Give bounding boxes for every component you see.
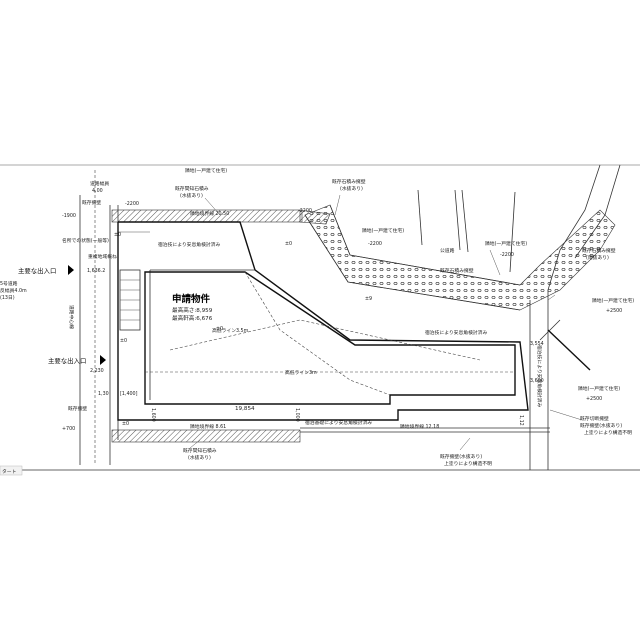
label-neighbor-top: 隣地(一戸建て住宅) — [185, 167, 227, 174]
label-stone-wall-right2-sub: (雨抜あり) — [586, 254, 609, 261]
label-dim-2230: 2,230 — [90, 368, 104, 374]
label-left-fence-note: 名所での状態(一般等) — [62, 237, 109, 244]
label-elev-m1900: -1900 — [62, 213, 76, 219]
label-dim-1000: 1,000 — [294, 408, 300, 422]
entrance-arrow-2 — [100, 355, 106, 365]
label-highest-eave: 最高軒高:6,676 — [172, 314, 213, 322]
label-pm0-c: ±0 — [216, 326, 223, 332]
label-inner-line-1: 高低ライン3.5m — [212, 327, 249, 334]
label-dim-19854: 19,854 — [235, 406, 255, 412]
entrance-arrow-1 — [68, 265, 74, 275]
label-note-safety-3: 宿泊技により安息角検討済み — [536, 345, 543, 407]
label-left-small-note: 重複地域概ね — [88, 253, 117, 260]
drawing-frame — [0, 164, 640, 471]
label-neighbor-right: 隣地(一戸建て住宅) — [485, 240, 527, 247]
label-pm0-a: ±0 — [114, 232, 121, 238]
label-existing-stone-top: 既存間知石積み — [175, 185, 209, 192]
label-p700: +700 — [62, 426, 75, 432]
label-property-title: 申請物件 — [172, 293, 211, 305]
label-existing-stone-top-sub: (水抜あり) — [180, 192, 203, 199]
label-road-private: 公道路 — [440, 247, 455, 254]
label-dim-3600: 3,600 — [530, 378, 544, 384]
label-neighbor-far-right: 隣地(一戸建て住宅) — [592, 297, 634, 304]
label-elev-m2200-d: -2200 — [500, 252, 514, 258]
label-elev-p2500-b: +2500 — [586, 396, 602, 402]
label-retaining-bottom-sub: 上塗りにより構造不明 — [444, 460, 492, 467]
label-elev-m2200-b: -2200 — [298, 208, 312, 214]
label-retaining-right-sub: 上塗りにより構造不明 — [584, 429, 632, 436]
label-main-entrance-2: 主要な出入口 — [48, 356, 86, 365]
label-inner-line-2: 高低ライン3m — [285, 369, 317, 376]
label-retaining-bottom: 既存擁壁(水抜あり) — [440, 453, 482, 460]
label-note-safety-2: 宿泊技により安息角検討済み — [425, 329, 487, 336]
label-road-width-value: 4.00 — [92, 188, 103, 194]
label-main-entrance-1: 主要な出入口 — [18, 266, 56, 275]
label-elev-m2200-a: -2200 — [125, 201, 139, 207]
label-neighbor-boundary-bottom-left: 隣地境界線 8.61 — [190, 423, 226, 430]
label-neighbor-boundary-bottom-right: 隣地境界線 12.18 — [400, 423, 439, 430]
label-existing-wall-left-2: 既存擁壁 — [68, 405, 87, 412]
label-existing-wall-left: 既存擁壁 — [82, 199, 101, 206]
right-side-lines — [529, 290, 591, 470]
label-existing-stone-bottom-sub: (水抜あり) — [188, 454, 211, 461]
label-road-note: 5号道路 — [0, 280, 18, 287]
label-road-note-3: (13日) — [0, 295, 15, 301]
label-dim-1400: [1,400] — [120, 391, 138, 397]
label-road-center-line: 道路中心線 — [68, 305, 75, 329]
label-dim-1636: 1,636.2 — [87, 268, 105, 274]
label-note-safety-1: 宿泊技により安息角検討済み — [158, 241, 220, 248]
corner-tag: タート — [2, 468, 17, 475]
label-neighbor-mid: 隣地(一戸建て住宅) — [362, 227, 404, 234]
label-existing-cut: 既存切断擁壁 — [580, 415, 609, 422]
label-stone-wall-mid-sub: (水抜あり) — [340, 185, 363, 192]
label-dim-130: 1,30 — [98, 391, 109, 397]
label-stone-wall-right: 既存石積み擁壁 — [440, 267, 474, 274]
entry-stair — [119, 269, 141, 331]
label-retaining-right: 既存擁壁(水抜あり) — [580, 422, 622, 429]
label-stone-wall-mid: 既存石積み擁壁 — [332, 178, 366, 185]
label-stone-wall-right2: 既存石積み擁壁 — [582, 247, 616, 254]
diagonal-stone-wall — [304, 204, 616, 311]
leader-lines — [189, 194, 583, 451]
label-existing-stone-bottom: 既存間知石積み — [183, 447, 217, 454]
upper-right-lines — [417, 164, 621, 291]
label-highest-height: 最高高さ:8,959 — [172, 306, 213, 314]
label-pm0-d: ±0 — [285, 241, 292, 247]
label-neighbor-lower-right: 隣地(一戸建て住宅) — [578, 385, 620, 392]
label-dim-12: 1,12 — [518, 415, 524, 426]
site-boundary — [117, 221, 529, 421]
label-dim-554: 3,554 — [530, 341, 544, 347]
bottom-retaining-wall — [111, 427, 550, 443]
label-note-safety-bottom: 宿泊基礎により安息角検討済み — [305, 419, 372, 426]
label-pm0-b: ±0 — [120, 338, 127, 344]
label-pm9: ±9 — [365, 296, 372, 302]
label-pm0-e: ±0 — [122, 421, 129, 427]
drawing-labels: 道路幅員 4.00 既存擁壁 既存間知石積み (水抜あり) 隣地(一戸建て住宅)… — [0, 167, 634, 476]
building-footprint — [144, 271, 516, 405]
label-elev-p2500-a: +2500 — [606, 308, 622, 314]
label-elev-m2200-c: -2200 — [368, 241, 382, 247]
label-road-width-title: 道路幅員 — [90, 180, 109, 187]
label-road-note-2: 反幅員4.0m — [0, 287, 27, 294]
label-neighbor-boundary-top: 隣地境界線 20.50 — [190, 210, 229, 217]
label-dim-1600: 1,600 — [150, 408, 156, 422]
